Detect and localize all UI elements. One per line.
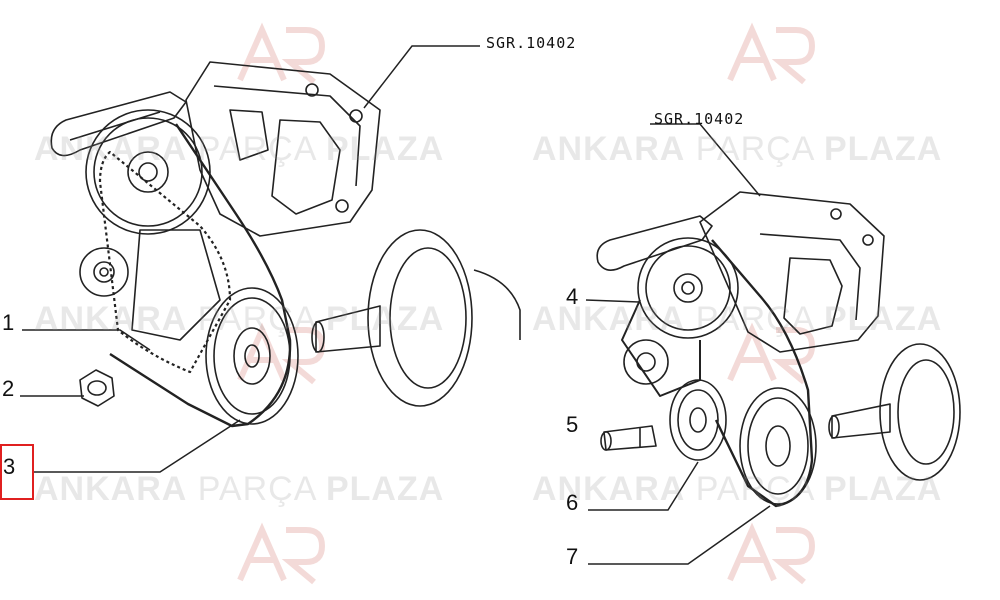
reference-label-right[interactable]: SGR.10402: [654, 110, 745, 128]
right-crankshaft: [828, 343, 961, 481]
right-tensioner-pulley: [669, 379, 727, 461]
right-timing-belt: [621, 299, 701, 397]
left-crank-pulley: [205, 287, 299, 425]
right-tensioner-bolt: [600, 425, 657, 451]
selected-callout-highlight: [0, 444, 34, 500]
left-upper-pulley: [85, 109, 211, 235]
hex-nut: [79, 369, 115, 407]
leader-6: [588, 461, 699, 511]
reference-label-left[interactable]: SGR.10402: [486, 34, 577, 52]
right-idler-pulley: [623, 339, 669, 385]
callout-3[interactable]: 3: [3, 454, 16, 479]
left-bracket-arm: [50, 91, 187, 157]
leader-ref-right: [650, 123, 761, 197]
right-bracket-arm: [596, 215, 713, 271]
right-upper-pulley: [637, 237, 739, 339]
leader-7: [588, 505, 771, 565]
callout-6[interactable]: 6: [566, 490, 579, 515]
right-crank-pulley: [739, 387, 817, 505]
left-toothed-belt: [98, 150, 232, 374]
callout-4[interactable]: 4: [566, 284, 579, 309]
leader-ref-left: [363, 45, 480, 109]
leader-4: [585, 299, 641, 303]
right-pump-housing: [699, 191, 885, 353]
left-pump-housing: [185, 61, 381, 237]
left-v-belt: [109, 123, 292, 428]
leader-1: [22, 329, 151, 351]
leader-3: [34, 419, 241, 473]
leader-lines: [20, 45, 771, 565]
left-assembly: [50, 61, 521, 428]
watermark-logo: [237, 22, 816, 585]
callout-7[interactable]: 7: [566, 544, 579, 569]
callout-5[interactable]: 5: [566, 412, 579, 437]
callout-1[interactable]: 1: [2, 310, 15, 335]
right-assembly: [596, 191, 961, 508]
left-idler-pulley: [79, 247, 129, 297]
left-crankshaft: [311, 229, 521, 407]
callout-2[interactable]: 2: [2, 376, 15, 401]
